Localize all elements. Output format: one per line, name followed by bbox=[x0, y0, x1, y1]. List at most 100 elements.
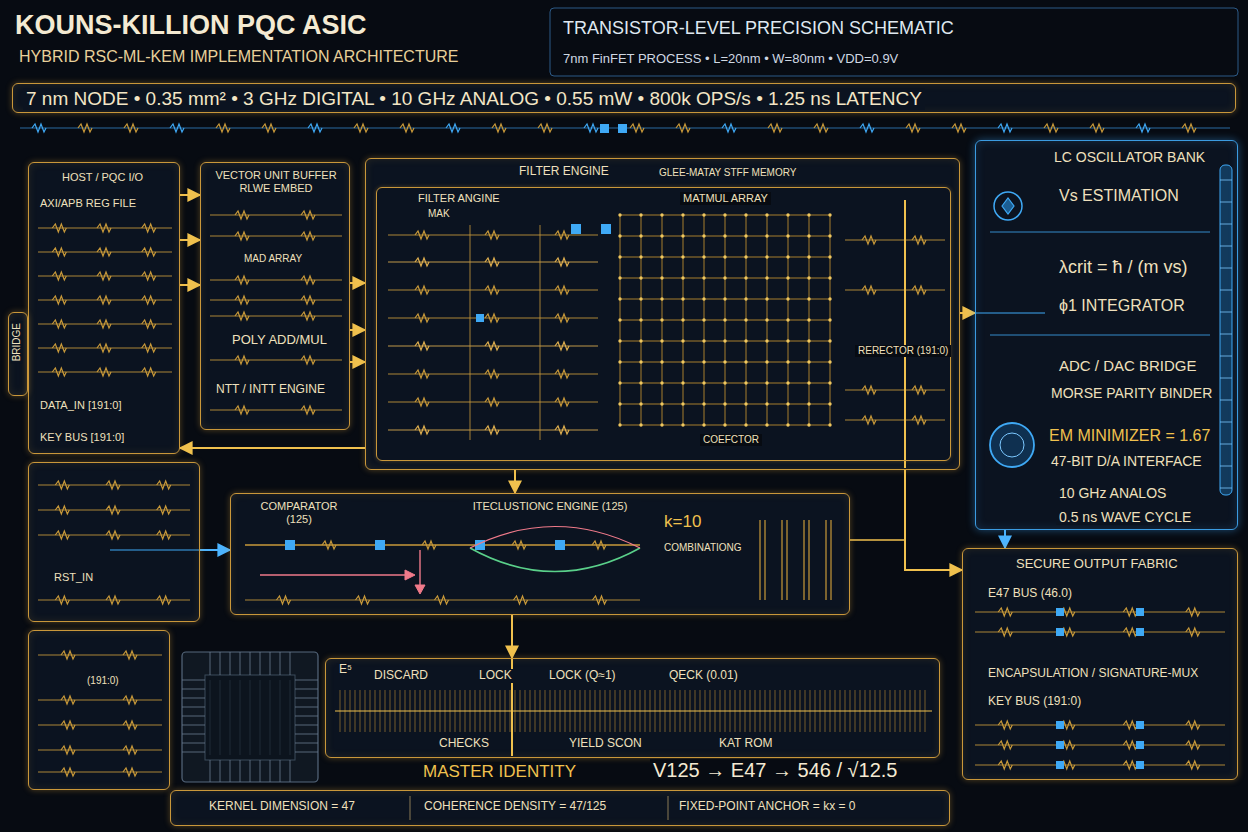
transistor-symbol bbox=[860, 124, 874, 132]
schematic-trace bbox=[470, 548, 640, 572]
transistor-symbol bbox=[52, 272, 66, 280]
oscillator-column bbox=[1220, 165, 1232, 495]
schematic-trace bbox=[182, 698, 205, 699]
schematic-trace bbox=[295, 716, 318, 717]
transistor-symbol bbox=[52, 296, 66, 304]
schematic-trace bbox=[210, 316, 342, 317]
transistor-symbol bbox=[593, 596, 607, 604]
filter-core-box: FILTER ANGINEMAK bbox=[376, 187, 951, 461]
annotation-label: MASTER IDENTITY bbox=[420, 762, 579, 782]
transistor-symbol bbox=[123, 651, 137, 659]
array-node bbox=[639, 318, 642, 321]
node-label: VECTOR UNIT BUFFER RLWE EMBED bbox=[209, 169, 343, 194]
schematic-trace bbox=[250, 760, 251, 782]
schematic-trace bbox=[260, 680, 261, 755]
transistor-symbol bbox=[415, 398, 429, 406]
array-node bbox=[786, 360, 789, 363]
schematic-trace bbox=[210, 215, 342, 216]
array-node bbox=[828, 297, 831, 300]
node-label: FILTER ENGINE bbox=[516, 165, 612, 179]
array-node bbox=[765, 339, 768, 342]
transistor-symbol bbox=[301, 211, 315, 219]
transistor-symbol bbox=[235, 232, 249, 240]
schematic-trace bbox=[290, 652, 291, 675]
array-node bbox=[618, 360, 621, 363]
node-label: ADC / DAC BRIDGE bbox=[1056, 357, 1200, 374]
array-node bbox=[618, 213, 621, 216]
node-label: (191:0) bbox=[84, 675, 122, 687]
array-node bbox=[681, 297, 684, 300]
transistor-symbol bbox=[301, 276, 315, 284]
comparator-box: COMPARATOR (125)ITECLUSTIONC ENGINE (125… bbox=[230, 493, 850, 615]
transistor-symbol bbox=[415, 258, 429, 266]
schematic-trace bbox=[845, 420, 945, 421]
transistor-symbol bbox=[106, 481, 120, 489]
transistor-symbol bbox=[422, 541, 436, 549]
schematic-trace bbox=[260, 760, 261, 782]
array-node bbox=[660, 255, 663, 258]
array-node bbox=[828, 213, 831, 216]
schematic-trace bbox=[290, 760, 291, 782]
array-node bbox=[660, 297, 663, 300]
transistor-symbol bbox=[415, 370, 429, 378]
schematic-trace bbox=[1220, 246, 1232, 247]
schematic-trace bbox=[1220, 224, 1232, 225]
array-node bbox=[723, 402, 726, 405]
transistor-symbol bbox=[55, 531, 69, 539]
transistor-symbol bbox=[97, 368, 111, 376]
array-node bbox=[660, 318, 663, 321]
transistor-symbol bbox=[1090, 124, 1104, 132]
array-node bbox=[639, 234, 642, 237]
array-node bbox=[660, 213, 663, 216]
schematic-trace bbox=[1220, 400, 1232, 401]
transistor-symbol bbox=[55, 481, 69, 489]
node-label: YIELD SCON bbox=[566, 737, 645, 751]
panel-ground bbox=[325, 658, 940, 758]
schematic-trace bbox=[250, 652, 251, 675]
node-label: KEY BUS (191:0) bbox=[985, 695, 1084, 709]
array-node bbox=[639, 402, 642, 405]
transistor-symbol bbox=[301, 296, 315, 304]
node-label: SECURE OUTPUT FABRIC bbox=[1013, 557, 1181, 572]
node-label: COMBINATIONG bbox=[661, 542, 745, 554]
array-node bbox=[786, 213, 789, 216]
array-node bbox=[828, 423, 831, 426]
schematic-trace bbox=[220, 680, 221, 755]
schematic-trace bbox=[182, 725, 205, 726]
array-node bbox=[702, 255, 705, 258]
schematic-trace bbox=[845, 390, 945, 391]
array-node bbox=[765, 381, 768, 384]
cell-symbol bbox=[285, 540, 295, 550]
io-panel: HOST / PQC I/OAXI/APB REG FILEDATA_IN [1… bbox=[28, 162, 180, 454]
transistor-symbol bbox=[61, 721, 75, 729]
array-node bbox=[681, 234, 684, 237]
schematic-trace bbox=[295, 689, 318, 690]
schematic-trace bbox=[290, 680, 291, 755]
transistor-symbol bbox=[1186, 608, 1200, 616]
array-node bbox=[681, 213, 684, 216]
transistor-symbol bbox=[142, 368, 156, 376]
node-label: CHECKS bbox=[436, 737, 492, 751]
node-label: 47-BIT D/A INTERFACE bbox=[1048, 453, 1205, 469]
node-label: 10 GHz ANALOS bbox=[1056, 485, 1169, 501]
array-node bbox=[723, 297, 726, 300]
array-node bbox=[618, 297, 621, 300]
array-node bbox=[807, 360, 810, 363]
transistor-symbol bbox=[97, 272, 111, 280]
array-node bbox=[702, 402, 705, 405]
array-node bbox=[639, 423, 642, 426]
annotation-label: HYBRID RSC-ML-KEM IMPLEMENTATION ARCHITE… bbox=[16, 48, 461, 66]
transistor-symbol bbox=[1186, 741, 1200, 749]
transistor-symbol bbox=[106, 531, 120, 539]
transistor-symbol bbox=[998, 628, 1012, 636]
transistor-symbol bbox=[235, 211, 249, 219]
schematic-trace bbox=[270, 652, 271, 675]
node-label: Vs ESTIMATION bbox=[1056, 187, 1182, 205]
transistor-symbol bbox=[55, 506, 69, 514]
schematic-trace bbox=[1220, 466, 1232, 467]
transistor-symbol bbox=[555, 398, 569, 406]
transistor-symbol bbox=[301, 356, 315, 364]
schematic-trace bbox=[220, 760, 221, 782]
signal-arrow bbox=[200, 549, 230, 551]
transistor-symbol bbox=[262, 124, 276, 132]
